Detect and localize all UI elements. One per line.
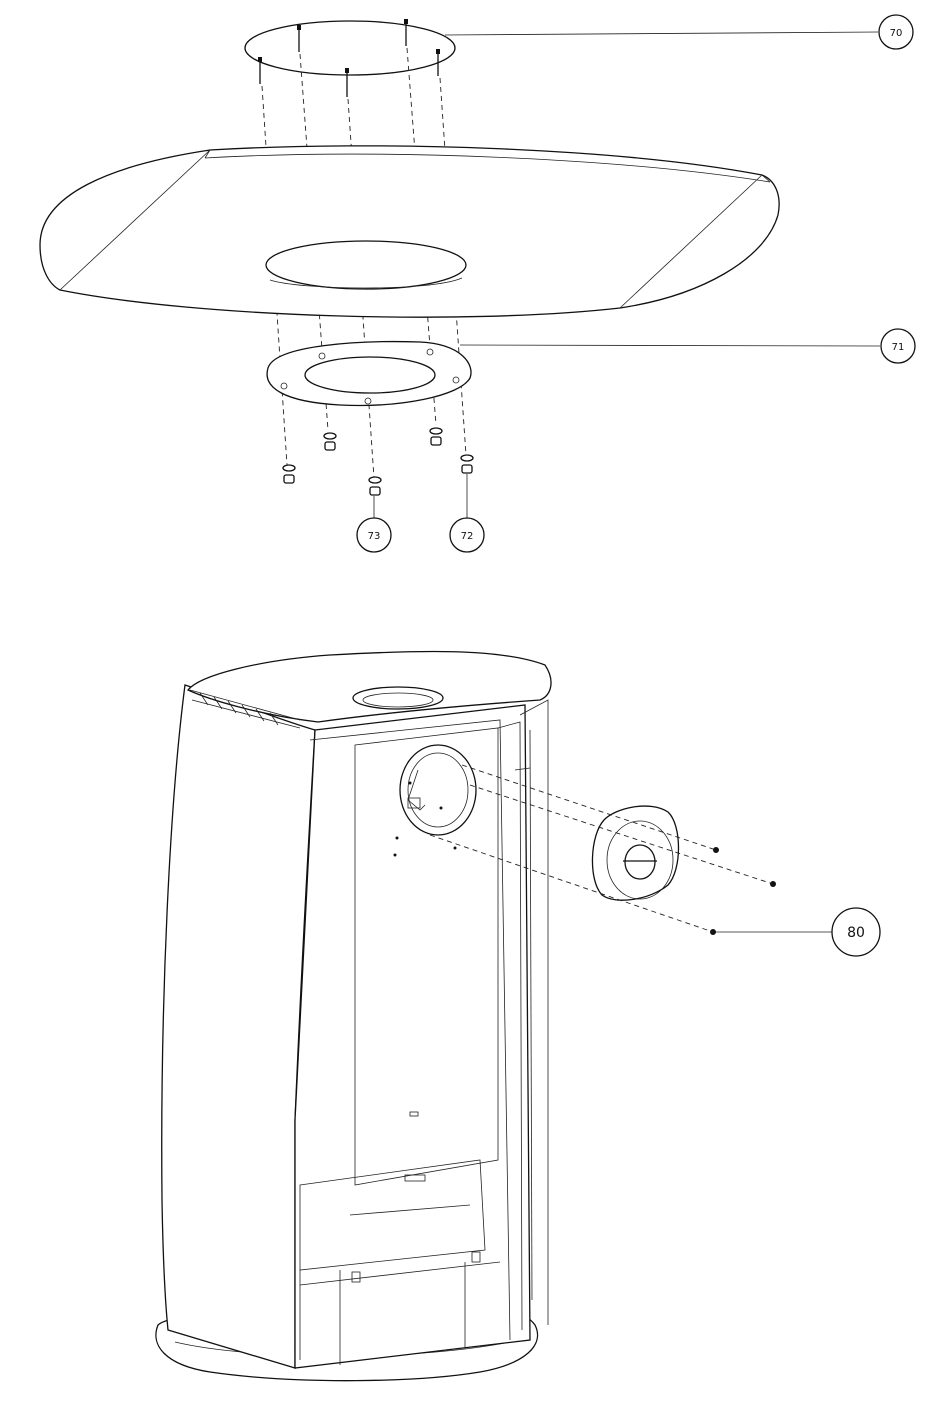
svg-text:73: 73 bbox=[368, 531, 381, 542]
screws-80 bbox=[710, 847, 776, 935]
svg-text:80: 80 bbox=[847, 925, 865, 941]
callout-73: 73 bbox=[357, 518, 391, 552]
svg-text:72: 72 bbox=[461, 531, 474, 542]
callout-72: 72 bbox=[450, 518, 484, 552]
leader-70 bbox=[445, 32, 878, 35]
part-71-ring-gasket bbox=[267, 342, 471, 406]
callout-70: 70 bbox=[879, 15, 913, 49]
svg-text:70: 70 bbox=[890, 28, 903, 39]
nuts-and-washers bbox=[283, 428, 473, 495]
top-assembly bbox=[40, 19, 880, 518]
callout-71: 71 bbox=[881, 329, 915, 363]
svg-text:71: 71 bbox=[892, 342, 905, 353]
leader-71 bbox=[460, 345, 880, 346]
side-panel-left bbox=[162, 685, 315, 1368]
top-plate bbox=[40, 146, 779, 317]
flue-opening-top bbox=[353, 687, 443, 709]
rear-flue-spigot bbox=[400, 745, 476, 835]
callout-80: 80 bbox=[832, 908, 880, 956]
stove-body bbox=[156, 651, 551, 1380]
